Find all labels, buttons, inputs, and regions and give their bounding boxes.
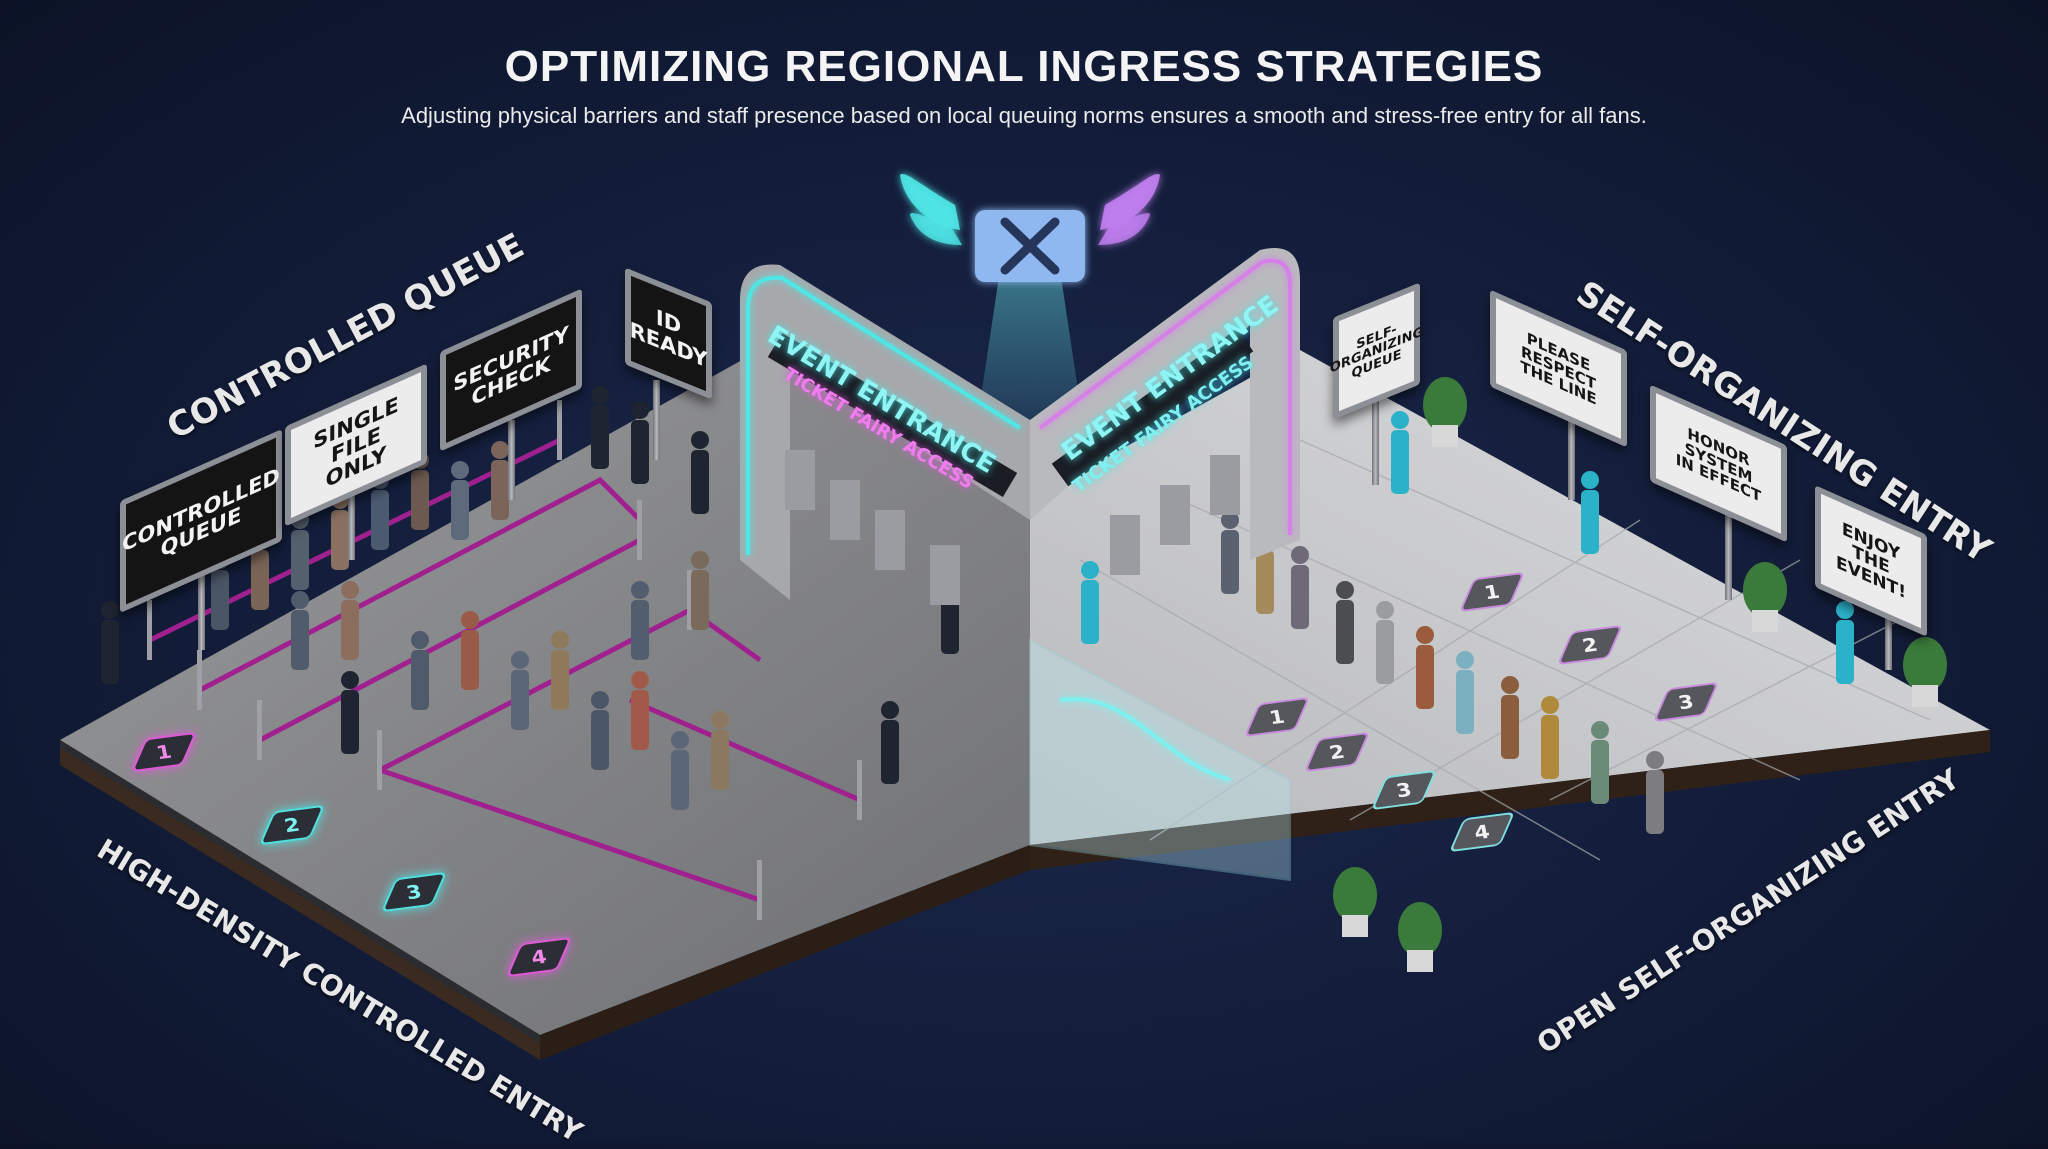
plant-icon (1333, 377, 1947, 972)
turnstiles (785, 450, 1240, 605)
right-entrance-arch (1030, 248, 1300, 560)
page-title: OPTIMIZING REGIONAL INGRESS STRATEGIES (504, 42, 1544, 91)
left-entrance-arch (740, 264, 1030, 600)
crowd-right (1081, 411, 1854, 834)
crowd-left (101, 386, 959, 810)
stanchion-posts (147, 400, 862, 920)
flow-arrow-icon (1059, 697, 1231, 782)
winged-ticket-icon (900, 174, 1160, 282)
page-subtitle: Adjusting physical barriers and staff pr… (401, 103, 1647, 128)
